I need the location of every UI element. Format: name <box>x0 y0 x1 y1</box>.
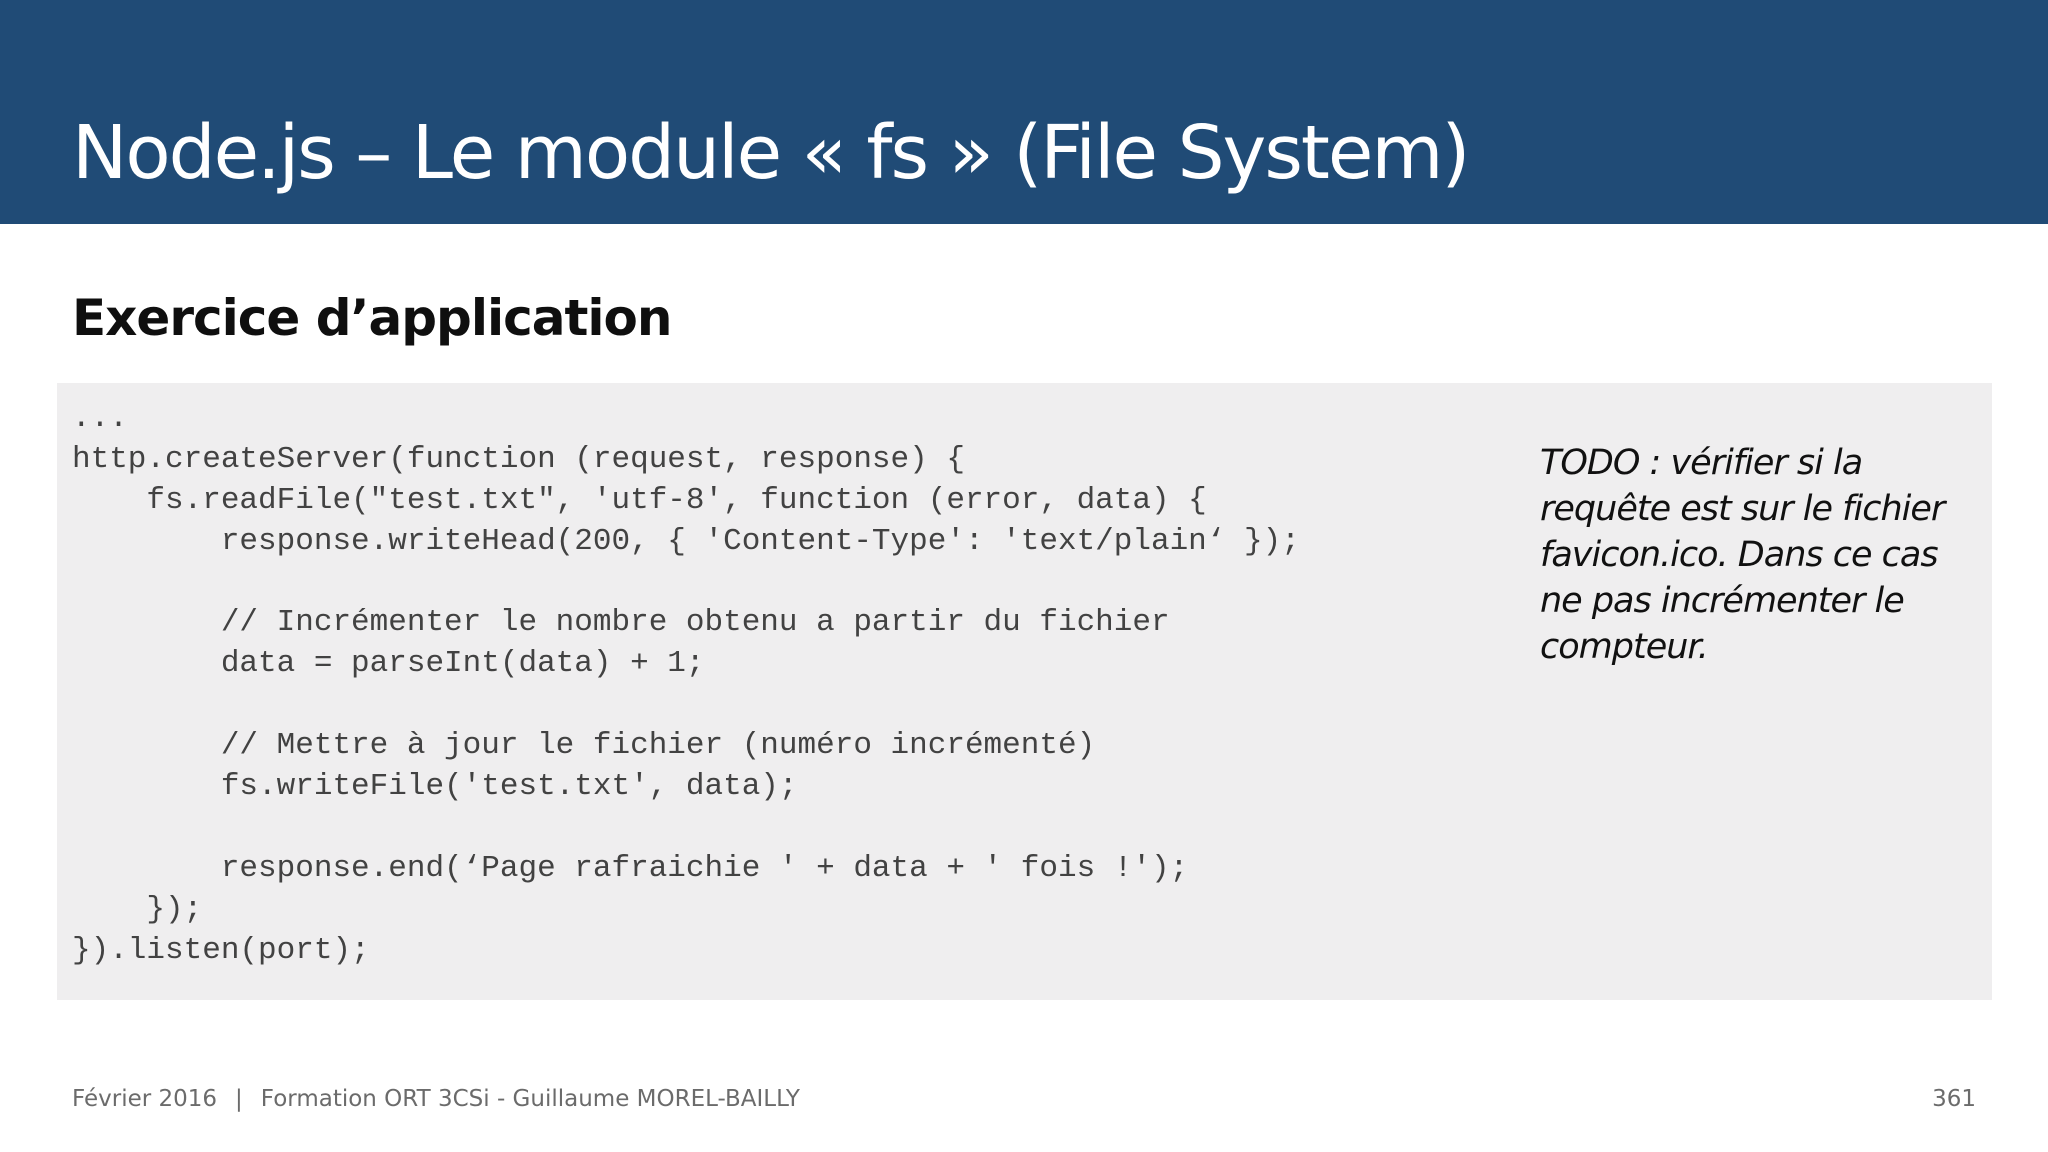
code-block: ... http.createServer(function (request, … <box>57 383 1992 1000</box>
code-line: }).listen(port); <box>72 932 370 968</box>
code-line <box>72 563 1300 604</box>
code-line: response.end(‘Page rafraichie ' + data +… <box>72 850 1189 886</box>
todo-note: TODO : vérifier si la requête est sur le… <box>1540 443 1945 667</box>
footer-separator: | <box>235 1086 243 1112</box>
code-listing: ... http.createServer(function (request, … <box>72 399 1300 971</box>
code-line: // Incrémenter le nombre obtenu a partir… <box>72 605 1170 641</box>
code-line: ... <box>72 401 128 436</box>
code-line: fs.readFile("test.txt", 'utf-8', functio… <box>72 482 1207 518</box>
slide-title: Node.js – Le module « fs » (File System) <box>72 110 1470 196</box>
code-line: data = parseInt(data) + 1; <box>72 646 705 682</box>
code-line: response.writeHead(200, { 'Content-Type'… <box>72 523 1300 559</box>
code-line: http.createServer(function (request, res… <box>72 441 965 477</box>
code-line: fs.writeFile('test.txt', data); <box>72 769 798 805</box>
slide-subtitle: Exercice d’application <box>72 289 672 347</box>
code-line: // Mettre à jour le fichier (numéro incr… <box>72 728 1096 764</box>
footer-date: Février 2016 <box>72 1086 218 1112</box>
page-number: 361 <box>1932 1086 1976 1112</box>
footer: Février 2016 | Formation ORT 3CSi - Guilla… <box>72 1082 800 1116</box>
code-line <box>72 808 1300 849</box>
code-line: }); <box>72 891 203 927</box>
footer-credit: Formation ORT 3CSi - Guillaume MOREL-BAI… <box>260 1086 800 1112</box>
code-line <box>72 685 1300 726</box>
title-bar: Node.js – Le module « fs » (File System) <box>0 0 2048 224</box>
